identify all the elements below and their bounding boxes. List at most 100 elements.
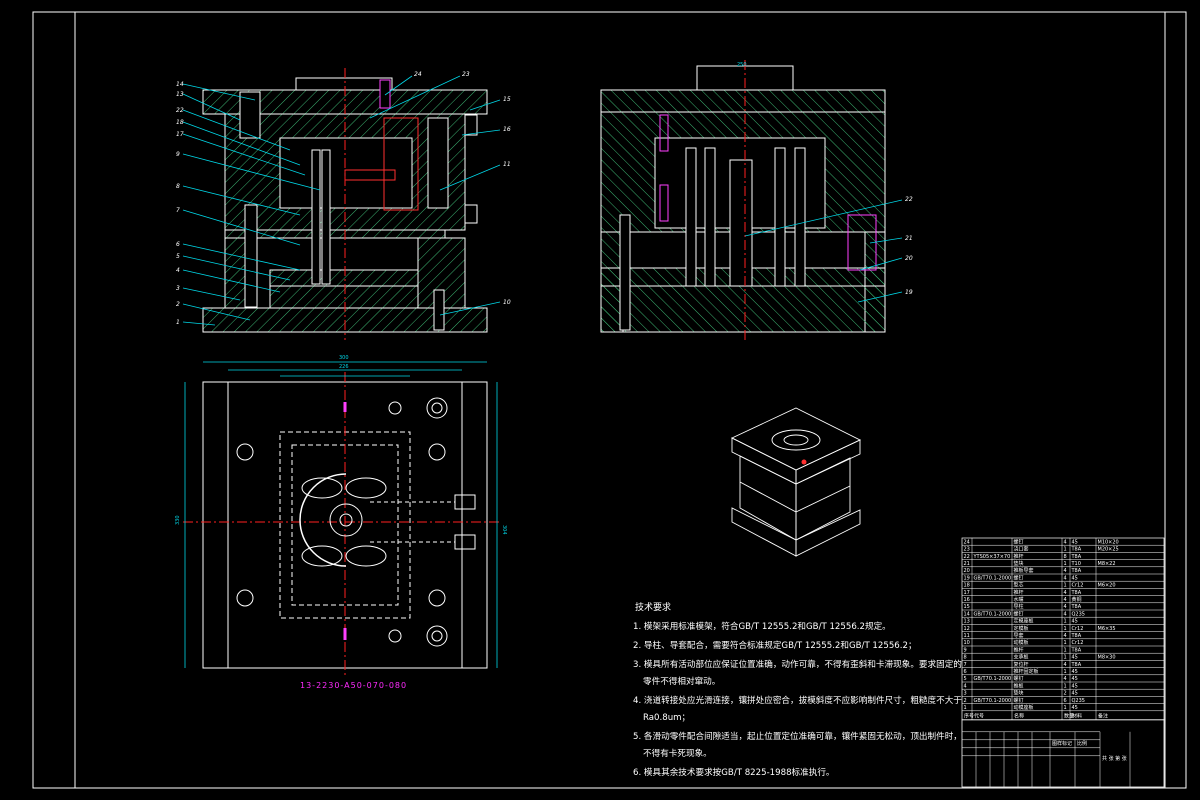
label-8: 8 xyxy=(176,183,180,190)
side-labels: 22 21 20 19 xyxy=(905,196,913,296)
note-line-2: 2. 导柱、导套配合，需要符合标准规定GB/T 12555.2和GB/T 125… xyxy=(633,639,917,651)
parts-cell-std: GB/T70.1-2000 xyxy=(974,611,1012,617)
parts-cell-name: 推杆 xyxy=(1014,646,1024,653)
parts-cell-note: M8×30 xyxy=(1098,655,1116,661)
parts-cell-name: 螺钉 xyxy=(1014,538,1024,545)
label-14: 14 xyxy=(176,81,184,88)
parts-cell-qty: 4 xyxy=(1064,662,1067,668)
side-label-22: 22 xyxy=(905,196,913,203)
parts-cell-name: 水嘴 xyxy=(1014,596,1024,603)
parts-cell-qty: 4 xyxy=(1064,676,1067,682)
parts-cell-mat: 45 xyxy=(1072,539,1078,545)
parts-cell-no: 5 xyxy=(964,676,967,682)
parts-cell-mat: 黄铜 xyxy=(1072,596,1082,603)
parts-cell-qty: 1 xyxy=(1064,640,1067,646)
dim-250: 250 xyxy=(737,62,747,68)
parts-cell-name: 螺钉 xyxy=(1014,574,1024,581)
parts-cell-qty: 4 xyxy=(1064,611,1067,617)
parts-cell-no: 18 xyxy=(964,583,970,589)
parts-cell-no: 13 xyxy=(964,619,970,625)
part-code: 13-2230-A50-070-080 xyxy=(300,681,407,690)
parts-cell-qty: 1 xyxy=(1064,547,1067,553)
parts-cell-qty: 4 xyxy=(1064,604,1067,610)
parts-cell-note: M10×20 xyxy=(1098,539,1119,545)
front-labels: 14 13 22 18 17 9 8 7 6 5 4 3 2 1 24 23 1… xyxy=(176,71,511,326)
parts-cell-qty: 1 xyxy=(1064,647,1067,653)
front-section-view xyxy=(202,68,488,340)
note-line-9: 6. 模具其余技术要求按GB/T 8225-1988标准执行。 xyxy=(633,766,835,778)
parts-cell-qty: 1 xyxy=(1064,683,1067,689)
parts-cell-mat: T8A xyxy=(1071,590,1082,596)
parts-header-cell: 名称 xyxy=(1014,712,1024,719)
parts-cell-name: 浇口套 xyxy=(1014,546,1029,553)
parts-cell-name: 推杆固定板 xyxy=(1014,668,1039,675)
label-13: 13 xyxy=(176,91,184,98)
parts-header-cell: 材料 xyxy=(1072,712,1082,719)
label-17: 17 xyxy=(176,131,184,138)
parts-cell-mat: 45 xyxy=(1072,691,1078,697)
parts-cell-no: 1 xyxy=(964,705,967,711)
parts-cell-mat: T8A xyxy=(1071,647,1082,653)
parts-cell-name: 推杆 xyxy=(1014,589,1024,596)
title-block-label: 共 张 第 张 xyxy=(1102,755,1127,762)
parts-cell-name: 螺钉 xyxy=(1014,697,1024,704)
parts-cell-no: 21 xyxy=(964,561,970,567)
label-2: 2 xyxy=(176,301,180,308)
parts-header-cell: 备注 xyxy=(1098,712,1108,719)
parts-cell-name: 动模座板 xyxy=(1014,704,1034,711)
parts-header-cell: 数量 xyxy=(1064,712,1074,719)
parts-cell-qty: 1 xyxy=(1064,583,1067,589)
label-3: 3 xyxy=(176,285,180,292)
parts-cell-no: 7 xyxy=(964,662,967,668)
parts-cell-qty: 1 xyxy=(1064,619,1067,625)
dim-226: 226 xyxy=(339,364,349,370)
note-line-1: 1. 模架采用标准模架，符合GB/T 12555.2和GB/T 12556.2规… xyxy=(633,620,891,632)
label-22: 22 xyxy=(176,107,184,114)
parts-cell-mat: T8A xyxy=(1071,547,1082,553)
parts-cell-name: 定模板 xyxy=(1014,625,1029,632)
parts-cell-name: 定模座板 xyxy=(1014,618,1034,625)
parts-cell-std: GB/T70.1-2000 xyxy=(974,698,1012,704)
parts-cell-qty: 8 xyxy=(1064,554,1067,560)
parts-cell-no: 3 xyxy=(964,691,967,697)
side-leaders xyxy=(744,199,903,303)
parts-cell-mat: 45 xyxy=(1072,705,1078,711)
label-7: 7 xyxy=(176,207,180,214)
parts-cell-mat: T8A xyxy=(1071,568,1082,574)
parts-cell-qty: 4 xyxy=(1064,597,1067,603)
parts-cell-mat: 45 xyxy=(1072,669,1078,675)
parts-cell-mat: Cr12 xyxy=(1072,583,1084,589)
parts-cell-name: 垫块 xyxy=(1014,560,1024,567)
note-line-4: 零件不得相对窜动。 xyxy=(643,675,720,687)
parts-cell-mat: T10 xyxy=(1071,561,1081,567)
parts-header-cell: 代号 xyxy=(974,712,984,719)
parts-cell-name: 型芯 xyxy=(1014,582,1024,589)
label-16: 16 xyxy=(503,126,511,133)
label-1: 1 xyxy=(176,319,180,326)
note-line-7: 5. 各滑动零件配合间隙适当，起止位置定位准确可靠，镶件紧固无松动，顶出制件时， xyxy=(633,730,962,742)
parts-cell-mat: T8A xyxy=(1071,662,1082,668)
parts-cell-name: 推杆 xyxy=(1014,553,1024,560)
parts-cell-no: 9 xyxy=(964,647,967,653)
parts-cell-name: 动模板 xyxy=(1014,639,1029,646)
parts-cell-mat: T8A xyxy=(1071,604,1082,610)
parts-cell-qty: 4 xyxy=(1064,575,1067,581)
parts-cell-note: M6×35 xyxy=(1098,626,1116,632)
parts-cell-mat: 45 xyxy=(1072,683,1078,689)
dim-330: 330 xyxy=(175,515,181,525)
label-18: 18 xyxy=(176,119,184,126)
parts-cell-name: 垫块 xyxy=(1014,690,1024,697)
parts-cell-qty: 1 xyxy=(1064,561,1067,567)
parts-cell-note: M8×22 xyxy=(1098,561,1116,567)
front-leaders xyxy=(182,75,501,326)
parts-cell-note: M20×25 xyxy=(1098,547,1119,553)
plan-view xyxy=(183,372,500,676)
technical-notes: 技术要求 1. 模架采用标准模架，符合GB/T 12555.2和GB/T 125… xyxy=(633,601,962,778)
label-24: 24 xyxy=(414,71,422,78)
side-label-21: 21 xyxy=(905,235,913,242)
label-5: 5 xyxy=(176,253,180,260)
parts-cell-mat: 45 xyxy=(1072,655,1078,661)
parts-cell-no: 6 xyxy=(964,669,967,675)
